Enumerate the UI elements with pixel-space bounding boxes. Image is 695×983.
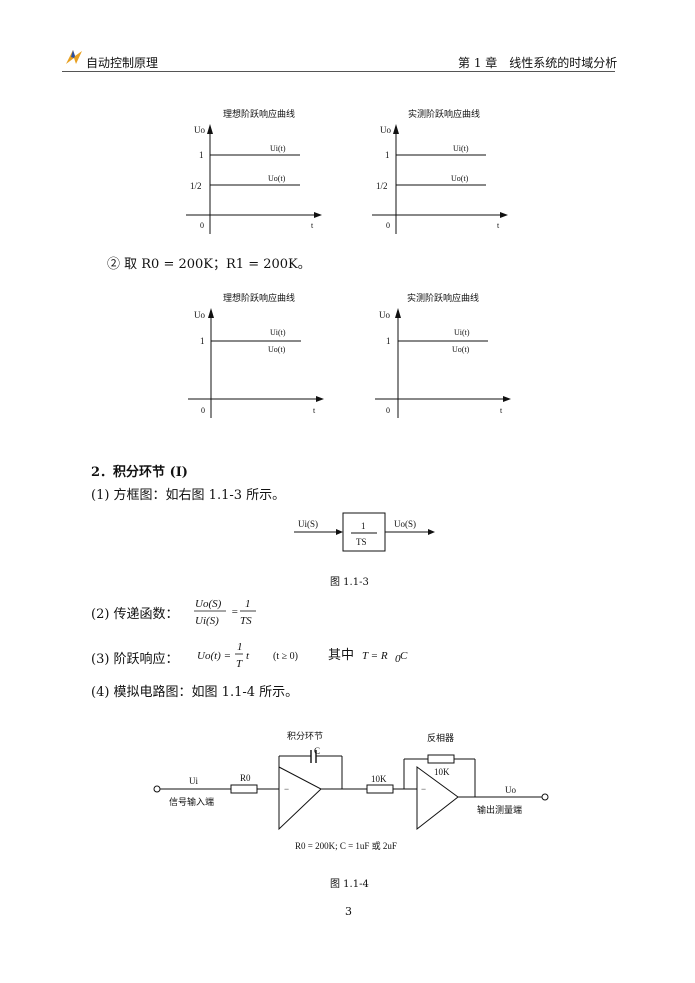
ui-label: Ui(t) xyxy=(270,328,286,337)
tick-1: 1 xyxy=(199,150,204,160)
opamp-inverter xyxy=(416,766,459,831)
input-label: Ui xyxy=(189,776,198,786)
uo-label: Uo(t) xyxy=(452,345,470,354)
uo-label: Uo(t) xyxy=(451,174,469,183)
integrator-label: 积分环节 xyxy=(287,730,323,741)
graph-ideal-2: 理想阶跃响应曲线 Uo 1 Ui(t) Uo(t) 0 t xyxy=(188,292,324,418)
y-axis-arrow xyxy=(393,124,399,134)
graph-title: 实测阶跃响应曲线 xyxy=(408,108,480,119)
sr-frac-numerator: 1 xyxy=(237,641,243,653)
y-axis-arrow xyxy=(208,308,214,318)
opamp1-minus: − xyxy=(284,784,289,794)
r-fb-resistor xyxy=(427,754,455,764)
block-input-label: Ui(S) xyxy=(298,519,318,529)
y-axis-label: Uo xyxy=(194,125,205,135)
origin-label: 0 xyxy=(201,406,205,415)
x-axis-label: t xyxy=(311,221,314,230)
output-label: Uo xyxy=(505,785,516,795)
x-axis-label: t xyxy=(497,221,500,230)
x-axis-label: t xyxy=(500,406,503,415)
item3-label: (3) 阶跃响应： xyxy=(91,652,179,667)
graph-title: 理想阶跃响应曲线 xyxy=(223,292,295,303)
header-rule xyxy=(62,71,615,72)
analog-circuit: 积分环节 反相器 Ui 信号输入端 R0 − C 10K − 10K Uo 输出… xyxy=(153,730,549,851)
tf-numerator: Uo(S) xyxy=(195,598,222,610)
fig-1-1-3-caption: 图 1.1-3 xyxy=(330,577,369,588)
graph-measured-2: 实测阶跃响应曲线 Uo 1 Ui(t) Uo(t) 0 t xyxy=(375,292,511,418)
block-numerator: 1 xyxy=(361,521,366,531)
graph-title: 实测阶跃响应曲线 xyxy=(407,292,479,303)
tick-1: 1 xyxy=(200,336,205,346)
header-book-title: 自动控制原理 xyxy=(86,56,159,70)
r-fb-label: 10K xyxy=(434,767,450,777)
sr-var: t xyxy=(246,650,250,662)
r0-resistor xyxy=(230,784,258,794)
sr-condition: (t ≥ 0) xyxy=(273,651,298,662)
sr-subscript: 0 xyxy=(395,653,401,665)
input-desc: 信号输入端 xyxy=(169,796,214,807)
opamp-integrator xyxy=(278,766,322,831)
graph-title: 理想阶跃响应曲线 xyxy=(223,108,295,119)
output-terminal xyxy=(541,793,549,801)
output-arrowhead xyxy=(428,529,435,535)
section-heading: 2．积分环节 (I) xyxy=(91,465,188,480)
tf-denominator: Ui(S) xyxy=(195,615,219,627)
origin-label: 0 xyxy=(386,221,390,230)
y-axis-arrow xyxy=(207,124,213,134)
circuit-params: R0 = 200K; C = 1uF 或 2uF xyxy=(295,840,397,851)
tick-half: 1/2 xyxy=(376,181,388,191)
ui-label: Ui(t) xyxy=(270,144,286,153)
header-chapter: 第 1 章 线性系统的时域分析 xyxy=(458,56,618,70)
transfer-function-formula: Uo(S) Ui(S) = 1 TS xyxy=(194,598,256,627)
case2-text: ② 取 R0 = 200K；R1 = 200K。 xyxy=(107,257,311,272)
tick-1: 1 xyxy=(385,150,390,160)
block-diagram: Ui(S) 1 TS Uo(S) xyxy=(294,512,435,552)
r-mid-label: 10K xyxy=(371,774,387,784)
x-axis-arrow xyxy=(314,212,322,218)
sr-where: 其中 xyxy=(328,647,354,662)
capacitor-label: C xyxy=(314,746,320,756)
block-denominator: TS xyxy=(356,537,367,547)
tick-1: 1 xyxy=(386,336,391,346)
graph-measured-1: 实测阶跃响应曲线 Uo 1 1/2 Ui(t) Uo(t) 0 t xyxy=(372,108,508,234)
input-arrowhead xyxy=(336,529,343,535)
step-response-formula: Uo(t) = 1 T t (t ≥ 0) 其中 T = R 0 C xyxy=(197,641,408,670)
x-axis-arrow xyxy=(316,396,324,402)
graph-ideal-1: 理想阶跃响应曲线 Uo 1 1/2 Ui(t) Uo(t) 0 t xyxy=(186,108,322,234)
y-axis-label: Uo xyxy=(194,310,205,320)
x-axis-label: t xyxy=(313,406,316,415)
header-logo-icon xyxy=(66,50,82,64)
x-axis-arrow xyxy=(503,396,511,402)
input-terminal xyxy=(153,785,161,793)
r0-label: R0 xyxy=(240,773,251,783)
item4-text: (4) 模拟电路图：如图 1.1-4 所示。 xyxy=(91,685,299,700)
item1-text: (1) 方框图：如右图 1.1-3 所示。 xyxy=(91,488,286,503)
page-number: 3 xyxy=(345,905,352,918)
tick-half: 1/2 xyxy=(190,181,202,191)
origin-label: 0 xyxy=(386,406,390,415)
y-axis-arrow xyxy=(395,308,401,318)
r-mid-resistor xyxy=(366,784,394,794)
inverter-label: 反相器 xyxy=(427,732,454,743)
tf-rhs-numerator: 1 xyxy=(245,598,251,610)
y-axis-label: Uo xyxy=(380,125,391,135)
output-desc: 输出测量端 xyxy=(477,804,522,815)
sr-C: C xyxy=(400,650,408,662)
block-output-label: Uo(S) xyxy=(394,519,416,529)
y-axis-label: Uo xyxy=(379,310,390,320)
sr-T-eq: T = R xyxy=(362,650,388,662)
uo-label: Uo(t) xyxy=(268,345,286,354)
ui-label: Ui(t) xyxy=(454,328,470,337)
sr-lhs: Uo(t) = xyxy=(197,650,231,662)
tf-equals: = xyxy=(231,606,238,618)
opamp2-minus: − xyxy=(421,784,426,794)
origin-label: 0 xyxy=(200,221,204,230)
item2-label: (2) 传递函数： xyxy=(91,607,179,622)
sr-frac-denominator: T xyxy=(236,658,243,670)
uo-label: Uo(t) xyxy=(268,174,286,183)
x-axis-arrow xyxy=(500,212,508,218)
fig-1-1-4-caption: 图 1.1-4 xyxy=(330,879,369,890)
ui-label: Ui(t) xyxy=(453,144,469,153)
tf-rhs-denominator: TS xyxy=(240,615,252,627)
